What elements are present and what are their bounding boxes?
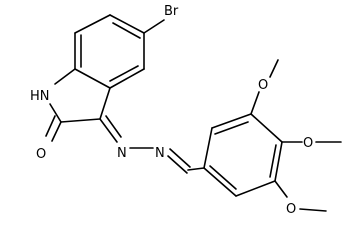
carbonyl-group: O xyxy=(36,115,62,162)
molecule-structure: Br HN O N N O xyxy=(30,4,342,217)
carbonyl-oxygen-label: O xyxy=(36,147,46,162)
methoxy-top-oxygen-label: O xyxy=(258,78,268,93)
bromo-label: Br xyxy=(164,4,179,19)
structure-canvas: Br HN O N N O xyxy=(30,4,342,217)
azine-linker: N N xyxy=(99,115,205,174)
indolinone-benzene-ring xyxy=(74,14,145,89)
methoxy-middle: O xyxy=(281,136,342,151)
methoxy-bottom: O xyxy=(274,180,327,217)
lactam-ring: HN xyxy=(30,68,111,123)
trimethoxyphenyl-ring xyxy=(203,113,283,197)
bromo-substituent: Br xyxy=(143,4,179,34)
azine-nitrogen-label: N xyxy=(155,146,165,161)
nh-label: HN xyxy=(30,89,50,104)
methoxy-middle-oxygen-label: O xyxy=(303,136,313,151)
methoxy-top: O xyxy=(250,59,279,115)
methoxy-bottom-oxygen-label: O xyxy=(286,202,296,217)
imine-nitrogen-label: N xyxy=(117,146,127,161)
